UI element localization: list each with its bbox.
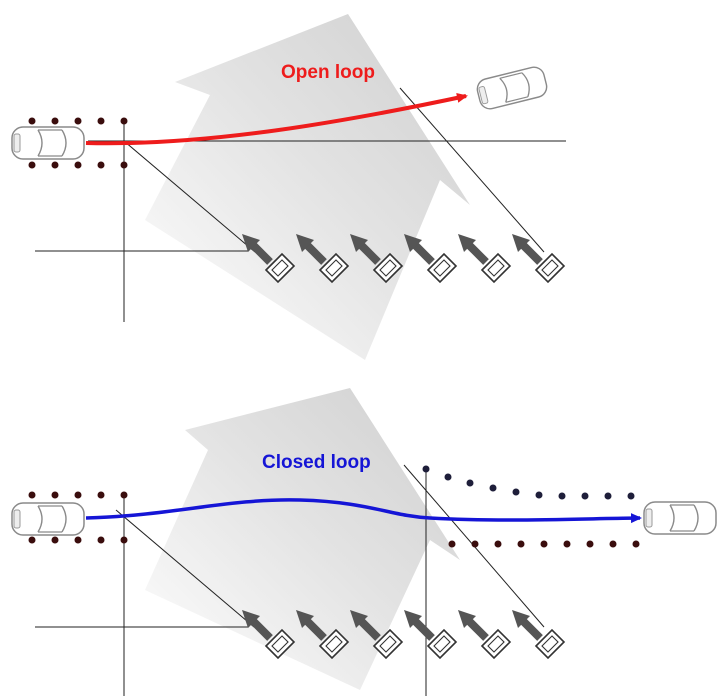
car-icon (474, 64, 550, 112)
closed-loop-trajectory (85, 498, 642, 524)
car-icon (11, 126, 85, 160)
bottom-panel (11, 388, 717, 696)
traffic-cone-icon (74, 117, 82, 125)
traffic-cone-icon (51, 536, 59, 544)
traffic-cone-icon (609, 540, 617, 548)
crosswind-arrow (145, 388, 460, 690)
wind-zone-edge (399, 87, 545, 253)
traffic-cone-icon (74, 491, 82, 499)
traffic-cone-icon (120, 491, 128, 499)
traffic-cone-icon (535, 491, 543, 499)
traffic-cone-icon (581, 492, 589, 500)
traffic-cone-icon (540, 540, 548, 548)
crosswind-fan-icon (404, 234, 456, 282)
traffic-cone-icon (28, 536, 36, 544)
traffic-cone-icon (97, 536, 105, 544)
traffic-cone-icon (604, 492, 612, 500)
traffic-cone-icon (563, 540, 571, 548)
top-panel (11, 14, 566, 360)
traffic-cone-icon (448, 540, 456, 548)
open-loop-label: Open loop (281, 62, 375, 83)
traffic-cone-icon (517, 540, 525, 548)
crosswind-fan-icon (404, 610, 456, 658)
traffic-cone-icon (97, 161, 105, 169)
traffic-cone-icon (471, 540, 479, 548)
traffic-cone-icon (28, 491, 36, 499)
cone-row-exit (422, 465, 635, 500)
traffic-cone-icon (97, 117, 105, 125)
wind-zone-edge (115, 509, 255, 628)
crosswind-fan-icon (512, 234, 564, 282)
cone-row-exit-lower (448, 540, 640, 548)
wind-zone-edge (123, 140, 256, 253)
crosswind-fan-icon (512, 610, 564, 658)
traffic-cone-icon (627, 492, 635, 500)
traffic-cone-icon (444, 473, 452, 481)
traffic-cone-icon (512, 488, 520, 496)
traffic-cone-icon (586, 540, 594, 548)
traffic-cone-icon (466, 479, 474, 487)
traffic-cone-icon (51, 161, 59, 169)
traffic-cone-icon (422, 465, 430, 473)
traffic-cone-icon (51, 491, 59, 499)
open-loop-trajectory (85, 92, 468, 146)
traffic-cone-icon (28, 117, 36, 125)
traffic-cone-icon (558, 492, 566, 500)
crosswind-fan-icon (458, 610, 510, 658)
traffic-cone-icon (28, 161, 36, 169)
traffic-cone-icon (74, 161, 82, 169)
cone-row-bottom (28, 491, 128, 544)
car-icon (11, 502, 85, 536)
traffic-cone-icon (120, 536, 128, 544)
traffic-cone-icon (97, 491, 105, 499)
traffic-cone-icon (51, 117, 59, 125)
traffic-cone-icon (489, 484, 497, 492)
traffic-cone-icon (632, 540, 640, 548)
traffic-cone-icon (74, 536, 82, 544)
crosswind-fan-icon (458, 234, 510, 282)
car-icon (643, 501, 717, 535)
traffic-cone-icon (120, 117, 128, 125)
traffic-cone-icon (120, 161, 128, 169)
cone-row-top (28, 117, 128, 169)
closed-loop-label: Closed loop (262, 452, 371, 473)
traffic-cone-icon (494, 540, 502, 548)
